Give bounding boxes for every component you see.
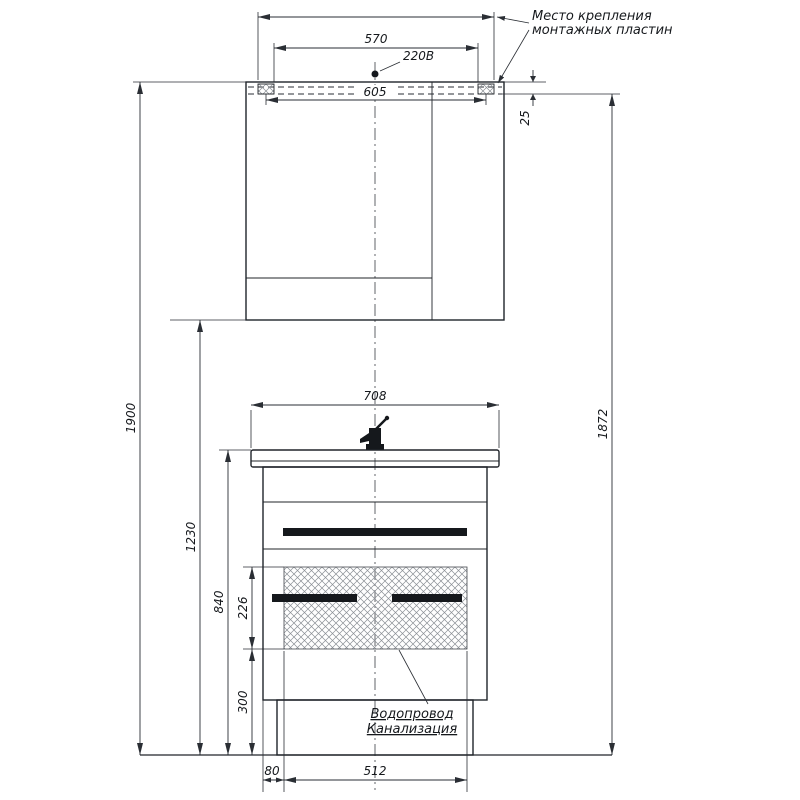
dim-label-708: 708	[364, 389, 387, 403]
outlet-label: 220В	[403, 49, 434, 63]
dimension-512: 512	[284, 651, 468, 792]
dimension-300: 300	[236, 649, 255, 755]
vanity-cabinet	[262, 466, 488, 756]
outlet-marker: 220В	[371, 49, 434, 78]
dim-label-80: 80	[264, 764, 280, 778]
dimension-80: 80	[262, 651, 285, 792]
pipe-labels: Водопровод Канализация	[367, 649, 458, 737]
dimension-226: 226	[236, 566, 284, 650]
callout-line2: монтажных пластин	[532, 23, 673, 38]
dimension-840: 840	[212, 449, 251, 755]
callout-line1: Место крепления	[532, 9, 652, 24]
dim-label-1230: 1230	[184, 521, 198, 552]
door-handle-left	[272, 594, 357, 602]
mirror-cabinet	[245, 81, 505, 321]
dimension-605: 605	[265, 85, 487, 105]
dimension-top-overall	[257, 12, 495, 80]
mounting-plate-left	[257, 83, 275, 95]
dimension-25: 25	[502, 70, 620, 126]
dim-label-1900: 1900	[124, 402, 138, 433]
dim-label-226: 226	[236, 596, 250, 619]
dimension-570: 570	[273, 32, 479, 82]
callout-mounting-plates: Место крепления монтажных пластин	[496, 9, 673, 84]
dim-label-840: 840	[212, 590, 226, 613]
dim-label-25: 25	[518, 110, 532, 125]
dim-label-512: 512	[364, 764, 387, 778]
dim-label-300: 300	[236, 690, 250, 713]
dim-label-1872: 1872	[596, 409, 610, 440]
sewerage-label: Канализация	[367, 722, 458, 737]
dimension-1900: 1900	[124, 81, 246, 755]
drawer-handle	[283, 528, 467, 536]
dim-label-605: 605	[364, 85, 387, 99]
faucet	[360, 415, 390, 450]
dimension-708: 708	[250, 389, 500, 448]
outlet-point-icon	[371, 70, 379, 78]
water-supply-label: Водопровод	[370, 707, 453, 722]
dimension-1872: 1872	[596, 94, 615, 755]
service-hatch-zone	[283, 566, 468, 650]
dim-label-570: 570	[365, 32, 388, 46]
dimension-1230: 1230	[170, 319, 246, 755]
mounting-plate-right	[477, 83, 495, 95]
door-handle-right	[392, 594, 462, 602]
